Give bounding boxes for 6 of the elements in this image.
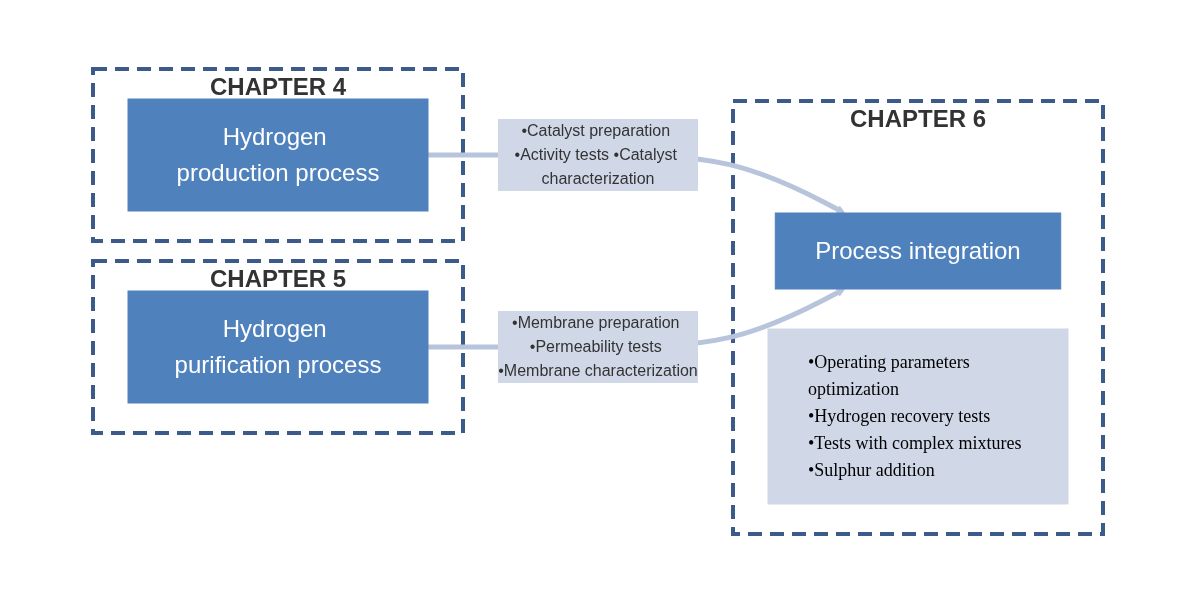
edge-label: •Membrane preparation •Permeability tests •Membrane characterization: [498, 313, 698, 379]
edge-label: •Catalyst preparation •Activity tests •Catalyst characterization: [514, 121, 677, 187]
node-box: Hydrogen production process: [127, 98, 429, 211]
node-box: Hydrogen purification process: [127, 290, 429, 403]
node-box: Process integration: [774, 212, 1062, 289]
node-box: •Operating parameters optimization •Hydrogen recovery tests •Tests with complex mixtures •Sulphur addition: [767, 328, 1069, 504]
